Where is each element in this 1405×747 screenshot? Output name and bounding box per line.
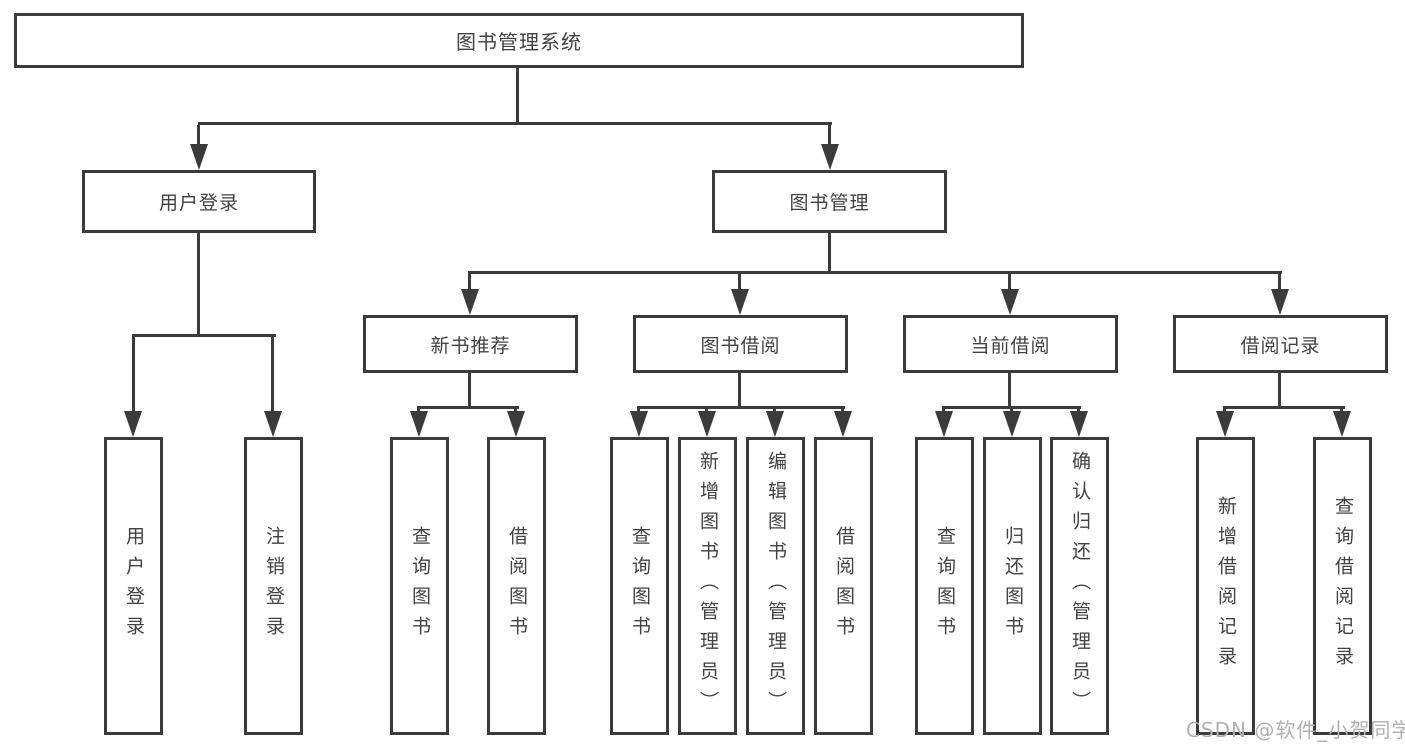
node-book-borrowing-label: 图书借阅 (700, 334, 781, 357)
connector-stem (773, 406, 776, 414)
connector-stem (637, 406, 640, 414)
connector-stem (197, 125, 200, 146)
connector-stem (828, 233, 831, 274)
arrowhead-down-icon (935, 411, 953, 437)
connector-stem (132, 337, 135, 413)
connector-stem (1278, 373, 1281, 409)
node-book-borrowing: 图书借阅 (633, 315, 848, 373)
leaf-logout: 注销登录 (244, 437, 303, 735)
connector-stem (516, 68, 519, 124)
arrowhead-down-icon (507, 411, 525, 437)
arrowhead-down-icon (1001, 289, 1019, 315)
connector-bar (417, 406, 519, 409)
leaf-edit-book-admin: 编辑图书（管理员） (746, 437, 805, 735)
connector-stem (468, 373, 471, 409)
connector-bar (132, 334, 276, 337)
arrowhead-down-icon (264, 411, 282, 437)
connector-bar (468, 271, 1282, 274)
connector-stem (1223, 406, 1226, 414)
leaf-logout-label: 注销登录 (263, 526, 285, 646)
arrowhead-down-icon (766, 411, 784, 437)
connector-stem (828, 125, 831, 146)
arrowhead-down-icon (821, 144, 839, 170)
connector-stem (1340, 406, 1343, 414)
node-borrowing-records-label: 借阅记录 (1240, 334, 1321, 357)
arrowhead-down-icon (630, 411, 648, 437)
leaf-query-books-borrowing: 查询图书 (610, 437, 669, 735)
connector-stem (468, 274, 471, 290)
connector-bar (637, 406, 845, 409)
leaf-query-books-borrowing-label: 查询图书 (629, 526, 651, 646)
node-new-book-recommend: 新书推荐 (363, 315, 578, 373)
leaf-borrow-books-label: 借阅图书 (833, 526, 855, 646)
connector-stem (1278, 274, 1281, 290)
arrowhead-down-icon (1003, 411, 1021, 437)
leaf-query-books-current: 查询图书 (915, 437, 974, 735)
node-book-management-label: 图书管理 (789, 192, 870, 214)
leaf-return-book: 归还图书 (983, 437, 1042, 735)
leaf-return-book-label: 归还图书 (1002, 526, 1024, 646)
connector-stem (271, 337, 274, 413)
node-user-login: 用户登录 (82, 170, 316, 233)
arrowhead-down-icon (1271, 289, 1289, 315)
connector-bar (1223, 406, 1345, 409)
arrowhead-down-icon (731, 289, 749, 315)
connector-stem (1008, 274, 1011, 290)
node-new-book-recommend-label: 新书推荐 (430, 334, 511, 357)
arrowhead-down-icon (190, 144, 208, 170)
arrowhead-down-icon (124, 411, 142, 437)
leaf-add-borrow-record: 新增借阅记录 (1196, 437, 1255, 735)
leaf-borrow-books: 借阅图书 (814, 437, 873, 735)
leaf-add-borrow-record-label: 新增借阅记录 (1215, 496, 1237, 676)
connector-stem (841, 406, 844, 414)
connector-stem (1077, 406, 1080, 414)
connector-stem (738, 373, 741, 409)
csdn-watermark: CSDN @软件_小贺同学 (1186, 718, 1405, 742)
node-book-management: 图书管理 (712, 170, 947, 233)
leaf-query-books-recommend-label: 查询图书 (409, 526, 431, 646)
arrowhead-down-icon (1070, 411, 1088, 437)
connector-bar (198, 122, 832, 125)
leaf-confirm-return-admin: 确认归还（管理员） (1050, 437, 1109, 735)
connector-stem (197, 233, 200, 337)
leaf-user-login: 用户登录 (104, 437, 163, 735)
node-current-borrowing-label: 当前借阅 (970, 334, 1051, 357)
node-current-borrowing: 当前借阅 (903, 315, 1118, 373)
node-borrowing-records: 借阅记录 (1173, 315, 1388, 373)
connector-stem (1008, 373, 1011, 409)
arrowhead-down-icon (410, 411, 428, 437)
leaf-add-book-admin-label: 新增图书（管理员） (697, 451, 719, 721)
arrowhead-down-icon (1333, 411, 1351, 437)
leaf-confirm-return-admin-label: 确认归还（管理员） (1069, 451, 1091, 721)
leaf-query-books-current-label: 查询图书 (934, 526, 956, 646)
leaf-user-login-label: 用户登录 (123, 526, 145, 646)
leaf-add-book-admin: 新增图书（管理员） (678, 437, 737, 735)
arrowhead-down-icon (461, 289, 479, 315)
connector-stem (942, 406, 945, 414)
connector-stem (514, 406, 517, 414)
leaf-edit-book-admin-label: 编辑图书（管理员） (765, 451, 787, 721)
node-library-system-label: 图书管理系统 (456, 30, 582, 54)
node-library-system: 图书管理系统 (14, 13, 1024, 68)
leaf-borrow-books-recommend: 借阅图书 (487, 437, 546, 735)
arrowhead-down-icon (698, 411, 716, 437)
leaf-query-books-recommend: 查询图书 (390, 437, 449, 735)
arrowhead-down-icon (1216, 411, 1234, 437)
leaf-query-borrow-record: 查询借阅记录 (1313, 437, 1372, 735)
leaf-query-borrow-record-label: 查询借阅记录 (1332, 496, 1354, 676)
arrowhead-down-icon (834, 411, 852, 437)
connector-stem (738, 274, 741, 290)
connector-stem (417, 406, 420, 414)
node-user-login-label: 用户登录 (158, 192, 239, 214)
connector-stem (1010, 406, 1013, 414)
connector-stem (705, 406, 708, 414)
leaf-borrow-books-recommend-label: 借阅图书 (506, 526, 528, 646)
